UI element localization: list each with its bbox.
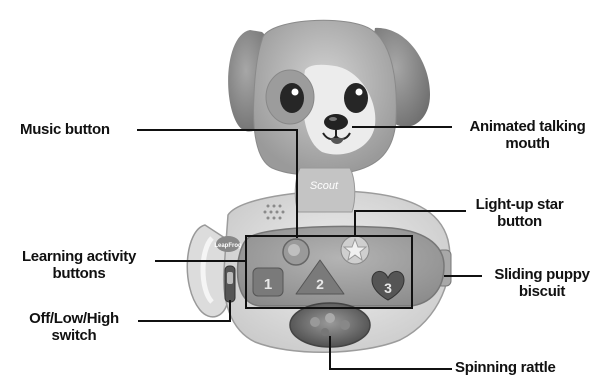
label-learning-activity: Learning activity buttons: [4, 248, 154, 282]
label-spinning-rattle: Spinning rattle: [455, 359, 556, 376]
label-off-low-high: Off/Low/High switch: [14, 310, 134, 344]
svg-text:3: 3: [384, 280, 392, 296]
svg-text:1: 1: [264, 276, 272, 293]
light-up-star-button[interactable]: [341, 236, 369, 264]
collar: Scout: [295, 168, 355, 212]
svg-text:LeapFrog: LeapFrog: [214, 243, 242, 249]
label-light-up-star: Light-up star button: [462, 196, 577, 230]
label-sliding-biscuit: Sliding puppy biscuit: [483, 266, 601, 300]
label-animated-mouth: Animated talking mouth: [455, 118, 600, 152]
learning-button-1[interactable]: 1: [253, 268, 283, 296]
right-eye: [344, 83, 368, 113]
nose: [324, 114, 348, 130]
collar-tag-text: Scout: [310, 180, 339, 192]
left-eye: [280, 83, 304, 113]
svg-text:2: 2: [316, 276, 324, 292]
puppy-head: [254, 20, 397, 175]
label-music-button: Music button: [20, 121, 110, 138]
